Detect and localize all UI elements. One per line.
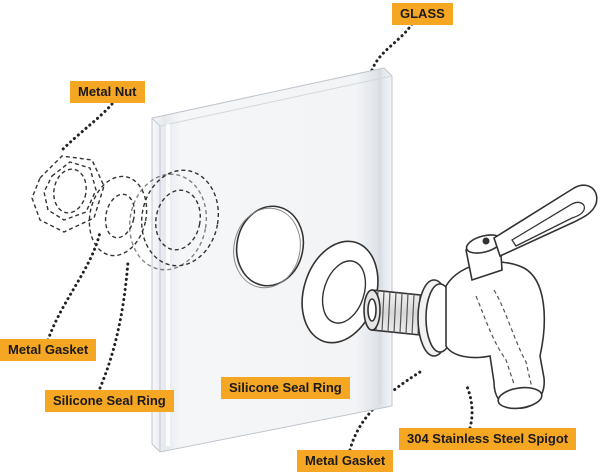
leader-line-metal-gasket-left <box>46 230 102 342</box>
label-glass: GLASS <box>392 3 453 25</box>
glass-hole <box>233 205 305 289</box>
leader-line-metal-nut <box>58 102 114 154</box>
silicone-seal-ring-right <box>301 240 379 344</box>
label-spigot: 304 Stainless Steel Spigot <box>399 428 577 450</box>
leader-line-silicone-left <box>98 260 130 390</box>
label-silicone-seal-ring-center: Silicone Seal Ring <box>221 377 350 399</box>
leader-line-glass <box>370 22 414 72</box>
label-metal-gasket-bottom: Metal Gasket <box>297 450 394 472</box>
leader-line-spigot <box>464 382 474 430</box>
label-metal-nut: Metal Nut <box>70 81 145 103</box>
hex-nut <box>31 155 105 233</box>
silicone-seal-ring-left <box>128 169 220 271</box>
metal-gasket-left <box>88 175 148 257</box>
spigot <box>363 184 598 410</box>
label-metal-gasket-left: Metal Gasket <box>0 339 97 361</box>
label-silicone-seal-ring-left: Silicone Seal Ring <box>45 390 174 412</box>
